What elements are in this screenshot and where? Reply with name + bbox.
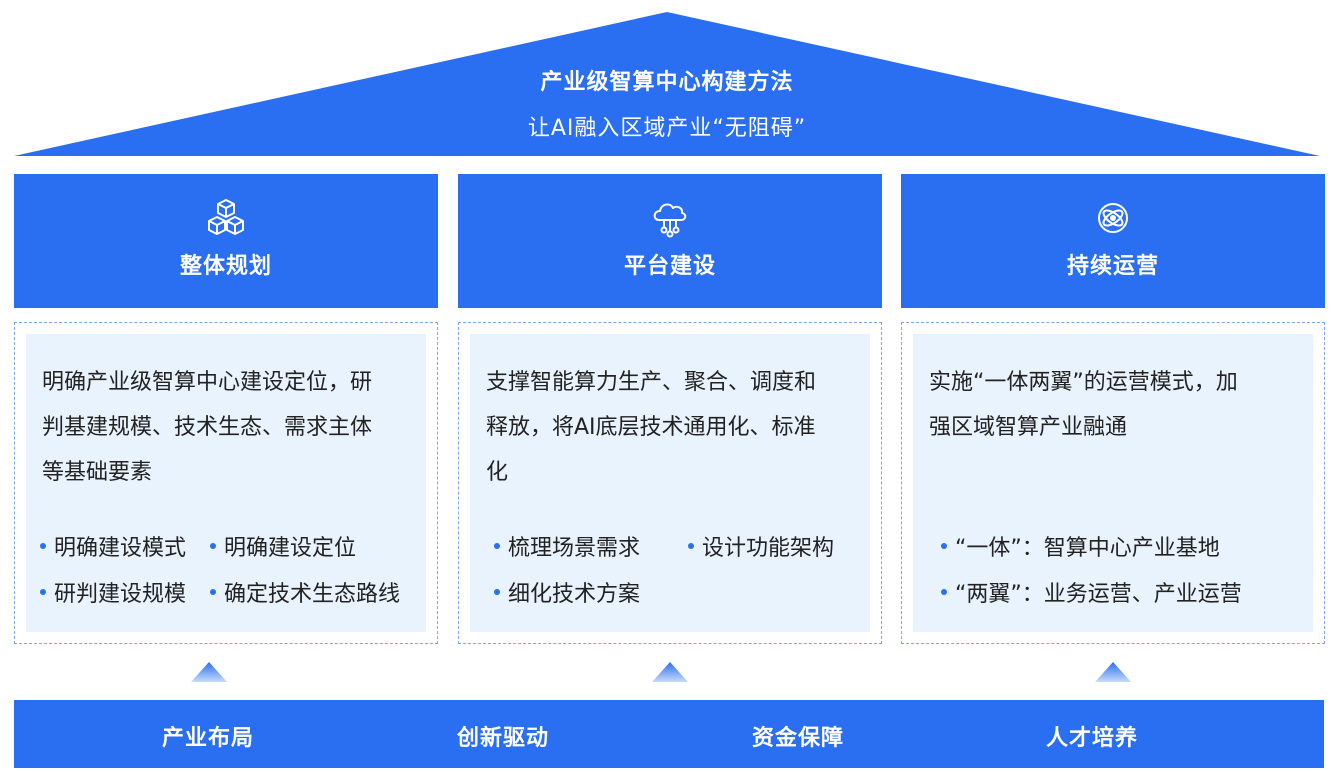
roof-shape bbox=[14, 12, 1320, 156]
bullet-item: 明确建设定位 bbox=[210, 530, 356, 562]
desc-line: 实施“一体两翼”的运营模式，加 bbox=[929, 370, 1238, 395]
pillar-body-planning: 明确产业级智算中心建设定位，研 判基建规模、技术生态、需求主体 等基础要素 明确… bbox=[14, 322, 438, 644]
cubes-icon bbox=[208, 199, 244, 235]
cloud-network-icon bbox=[653, 203, 687, 238]
pillar-description: 明确产业级智算中心建设定位，研 判基建规模、技术生态、需求主体 等基础要素 bbox=[42, 360, 412, 495]
bullet-dot bbox=[494, 543, 500, 549]
bullet-dot bbox=[941, 589, 947, 595]
up-arrow-icon bbox=[1095, 662, 1131, 682]
bullet-item: 明确建设模式 bbox=[40, 530, 186, 562]
foundation-item: 资金保障 bbox=[751, 726, 844, 751]
pillar-head-platform: 平台建设 bbox=[458, 174, 882, 308]
bullet-item: 研判建设规模 bbox=[40, 576, 186, 608]
bullet-item: 设计功能架构 bbox=[688, 530, 834, 562]
pillar-body-operation: 实施“一体两翼”的运营模式，加 强区域智算产业融通 “一体”：智算中心产业基地 … bbox=[901, 322, 1325, 644]
up-arrow-icon bbox=[652, 662, 688, 682]
pillar-description: 实施“一体两翼”的运营模式，加 强区域智算产业融通 bbox=[929, 360, 1299, 450]
desc-line: 强区域智算产业融通 bbox=[929, 415, 1128, 440]
bullet-item: 确定技术生态路线 bbox=[210, 576, 400, 608]
pillar-description: 支撑智能算力生产、聚合、调度和 释放，将AI底层技术通用化、标准 化 bbox=[486, 360, 856, 495]
desc-line: 释放，将AI底层技术通用化、标准 bbox=[486, 415, 816, 440]
foundation-item: 创新驱动 bbox=[456, 726, 549, 751]
bullet-item: “两翼”：业务运营、产业运营 bbox=[941, 576, 1242, 608]
bullet-dot bbox=[40, 543, 46, 549]
bullet-item: 细化技术方案 bbox=[494, 576, 640, 608]
bullet-dot bbox=[210, 543, 216, 549]
pillar-head-planning: 整体规划 bbox=[14, 174, 438, 308]
desc-line: 明确产业级智算中心建设定位，研 bbox=[42, 370, 373, 395]
roof-title: 产业级智算中心构建方法 bbox=[540, 70, 794, 95]
up-arrow-icon bbox=[191, 662, 227, 682]
desc-line: 化 bbox=[486, 460, 509, 485]
desc-line: 判基建规模、技术生态、需求主体 bbox=[42, 415, 373, 440]
bullet-item: 梳理场景需求 bbox=[494, 530, 640, 562]
foundation-item: 产业布局 bbox=[161, 726, 254, 751]
orbit-icon bbox=[1098, 203, 1128, 233]
bullet-dot bbox=[941, 543, 947, 549]
pillar-body-platform: 支撑智能算力生产、聚合、调度和 释放，将AI底层技术通用化、标准 化 梳理场景需… bbox=[458, 322, 882, 644]
bullet-dot bbox=[210, 589, 216, 595]
pillar-head-operation: 持续运营 bbox=[901, 174, 1325, 308]
roof-subtitle: 让AI融入区域产业“无阻碍” bbox=[527, 116, 807, 141]
desc-line: 支撑智能算力生产、聚合、调度和 bbox=[486, 370, 817, 395]
pillar-name: 平台建设 bbox=[623, 254, 716, 279]
bullet-dot bbox=[40, 589, 46, 595]
pillar-name: 整体规划 bbox=[179, 254, 272, 279]
bullet-dot bbox=[494, 589, 500, 595]
bullet-dot bbox=[688, 543, 694, 549]
desc-line: 等基础要素 bbox=[42, 460, 153, 485]
bullet-item: “一体”：智算中心产业基地 bbox=[941, 530, 1220, 562]
foundation-item: 人才培养 bbox=[1045, 726, 1138, 751]
foundation-bar: 产业布局 创新驱动 资金保障 人才培养 bbox=[14, 700, 1324, 768]
pillar-name: 持续运营 bbox=[1066, 254, 1159, 279]
